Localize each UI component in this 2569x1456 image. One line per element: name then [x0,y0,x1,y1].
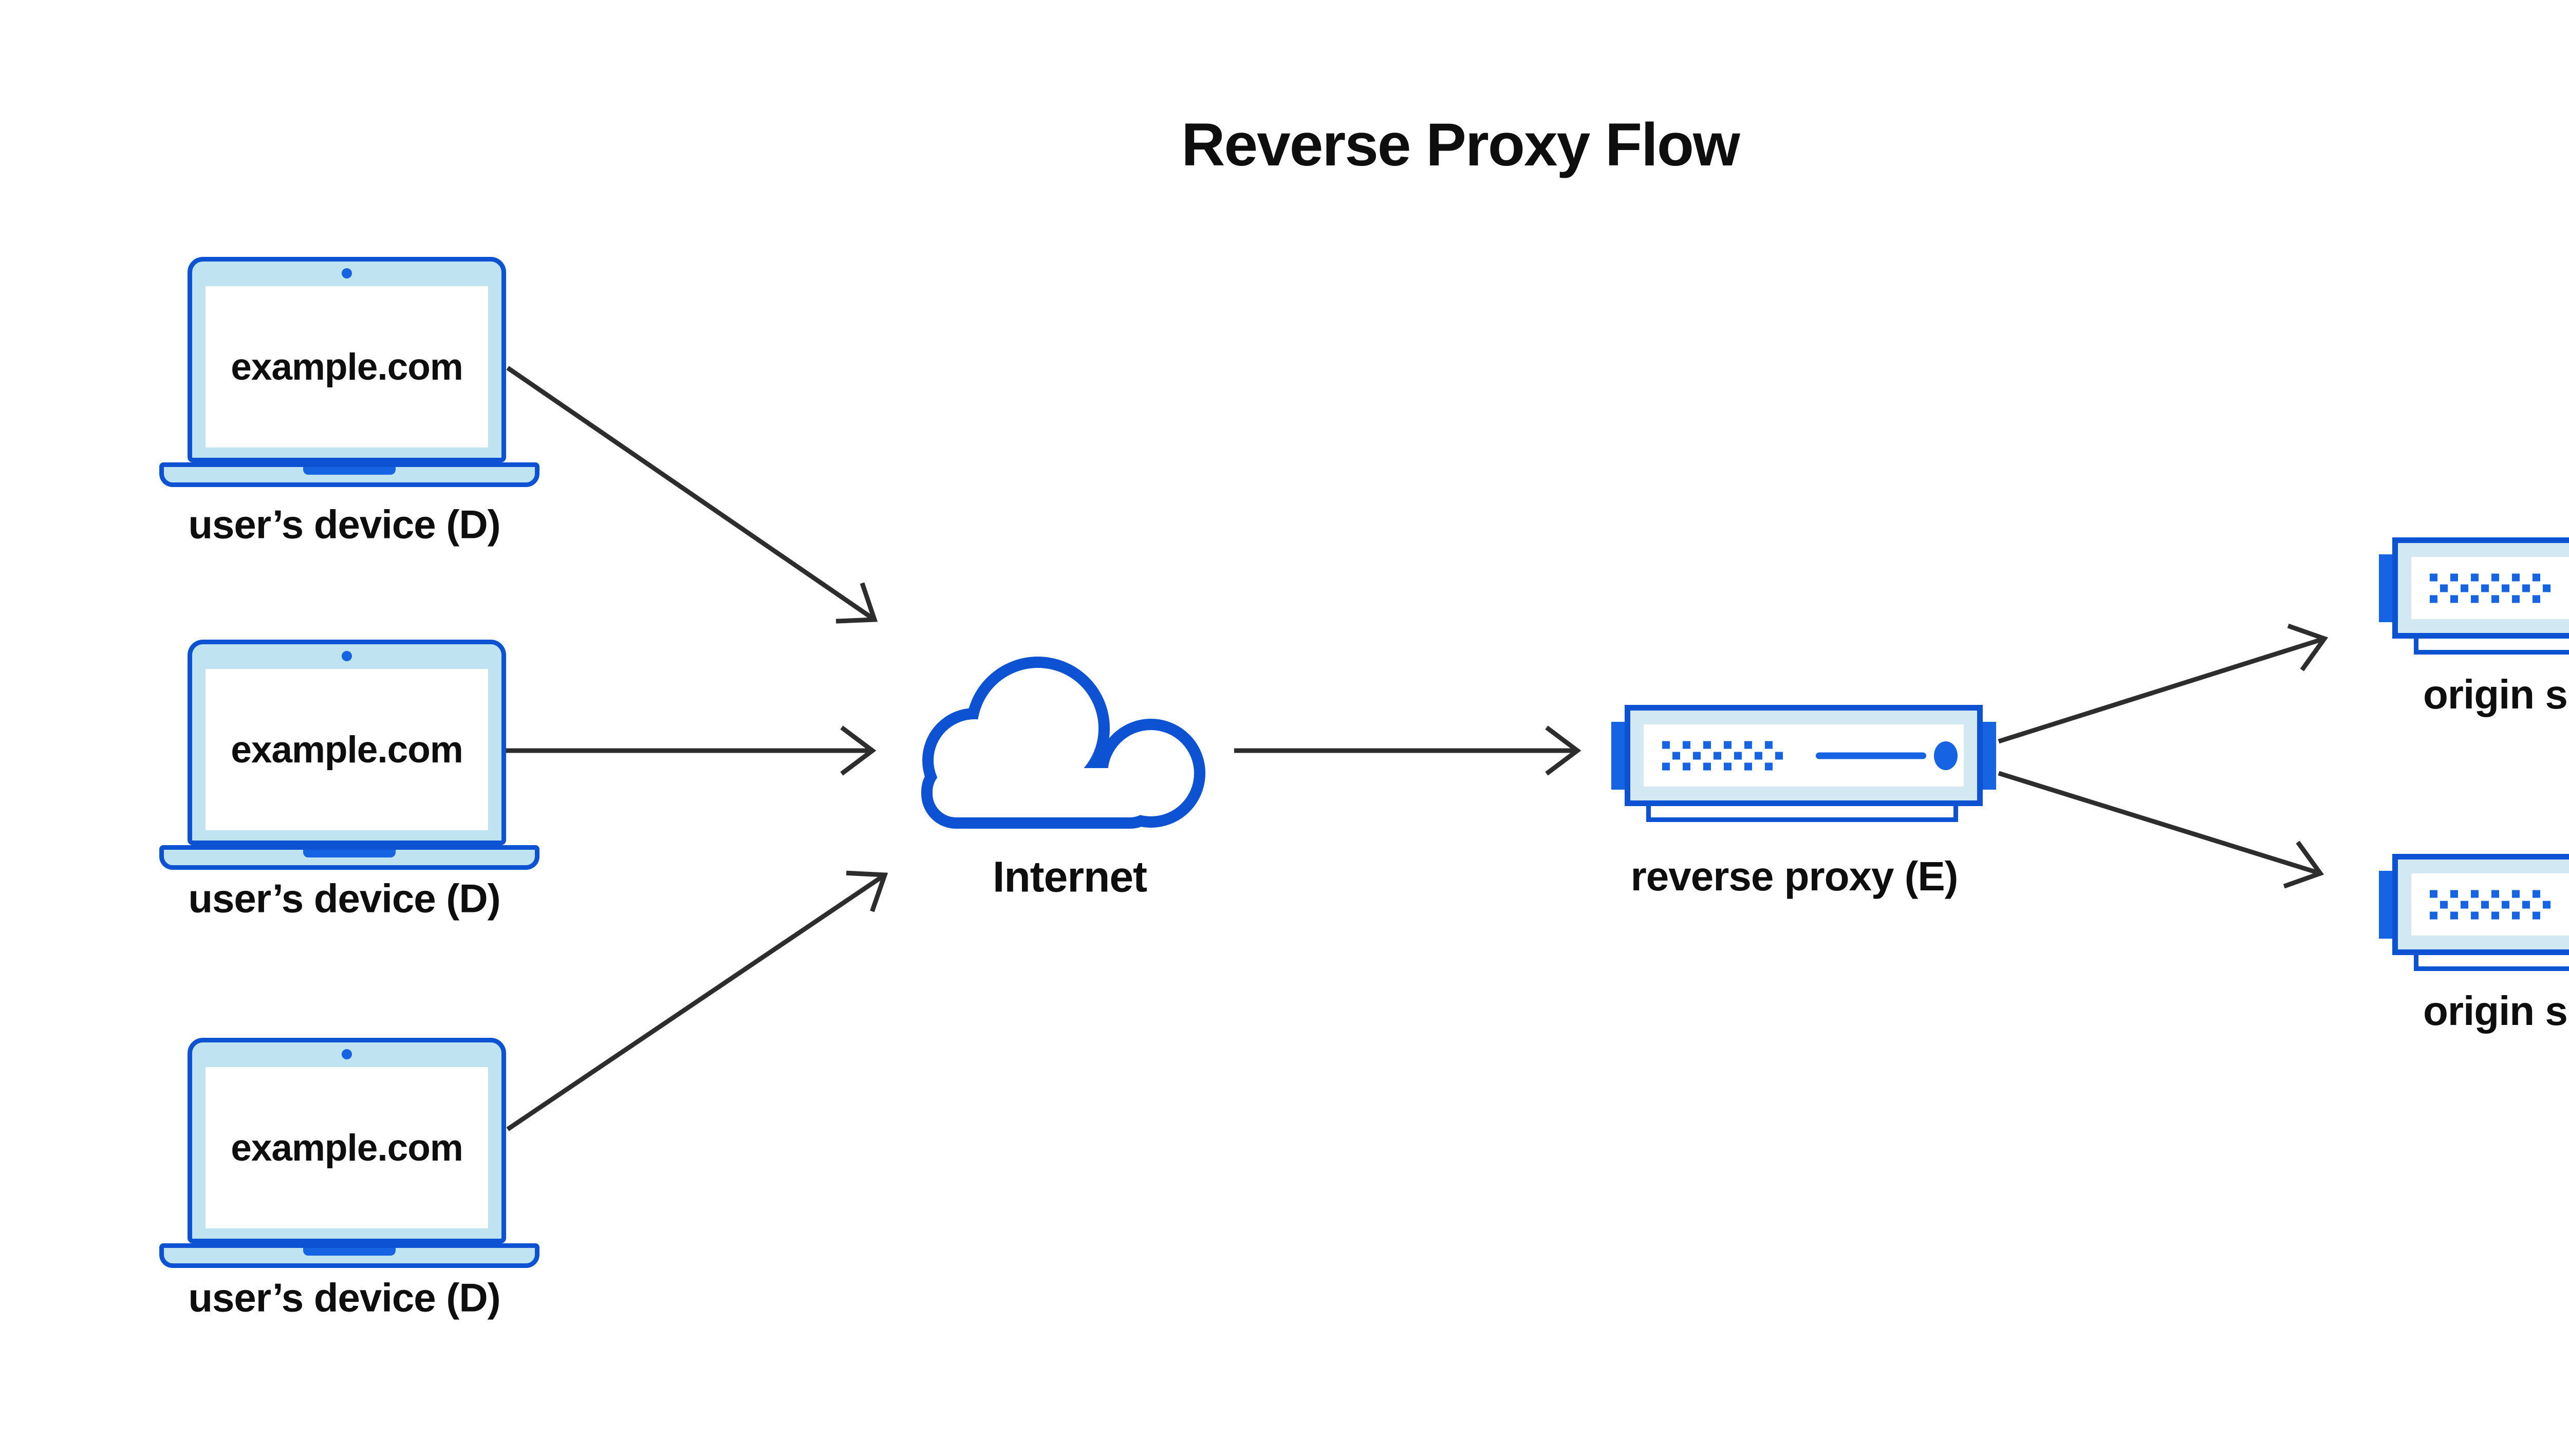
screen-url-text: example.com [231,1127,463,1169]
device-label: user’s device (D) [188,501,500,547]
laptop-screen: example.com [206,669,488,830]
laptop-lid: example.com [188,257,506,462]
laptop-base [159,1243,539,1268]
laptop-notch [303,850,396,857]
laptop-notch [303,467,396,475]
server-slot-bar [1816,752,1926,759]
screen-url-text: example.com [231,729,463,771]
camera-dot-icon [342,651,352,661]
server-icon [2379,537,2569,658]
laptop-icon: example.com [159,257,539,487]
laptop-notch [303,1248,396,1256]
server-vents [1662,741,1783,770]
server-body [1625,705,1983,806]
laptop-screen: example.com [206,1067,488,1228]
diagram-title: Reverse Proxy Flow [1181,111,1740,179]
device-label: user’s device (D) [188,875,500,921]
arrow-proxy-to-origin2 [1998,771,2324,889]
internet-label: Internet [992,852,1147,901]
screen-url-text: example.com [231,346,463,388]
camera-dot-icon [342,268,352,278]
laptop-base [159,845,539,870]
reverse-proxy-label: reverse proxy (E) [1630,853,1959,899]
arrow-device1-to-internet [506,366,878,624]
laptop-lid: example.com [188,1038,506,1243]
laptop-icon: example.com [159,1038,539,1268]
laptop-base [159,462,539,487]
arrow-proxy-to-origin1 [1998,623,2329,744]
laptop-lid: example.com [188,640,506,845]
server-icon [2379,854,2569,975]
origin-server-label: origin server (F) [2423,671,2569,717]
origin-server-label: origin server (F) [2423,988,2569,1034]
arrow-device3-to-internet [506,870,888,1131]
laptop-icon: example.com [159,640,539,870]
server-vents [2430,890,2551,919]
server-panel [2411,873,2569,936]
server-led-icon [1934,741,1958,770]
server-vents [2430,573,2551,603]
camera-dot-icon [342,1049,352,1059]
server-panel [1644,724,1964,787]
cloud-icon [921,657,1205,829]
device-label: user’s device (D) [188,1275,500,1320]
laptop-screen: example.com [206,286,488,447]
server-panel [2411,557,2569,619]
server-icon [1611,705,1996,826]
server-body [2392,537,2569,639]
server-body [2392,854,2569,955]
